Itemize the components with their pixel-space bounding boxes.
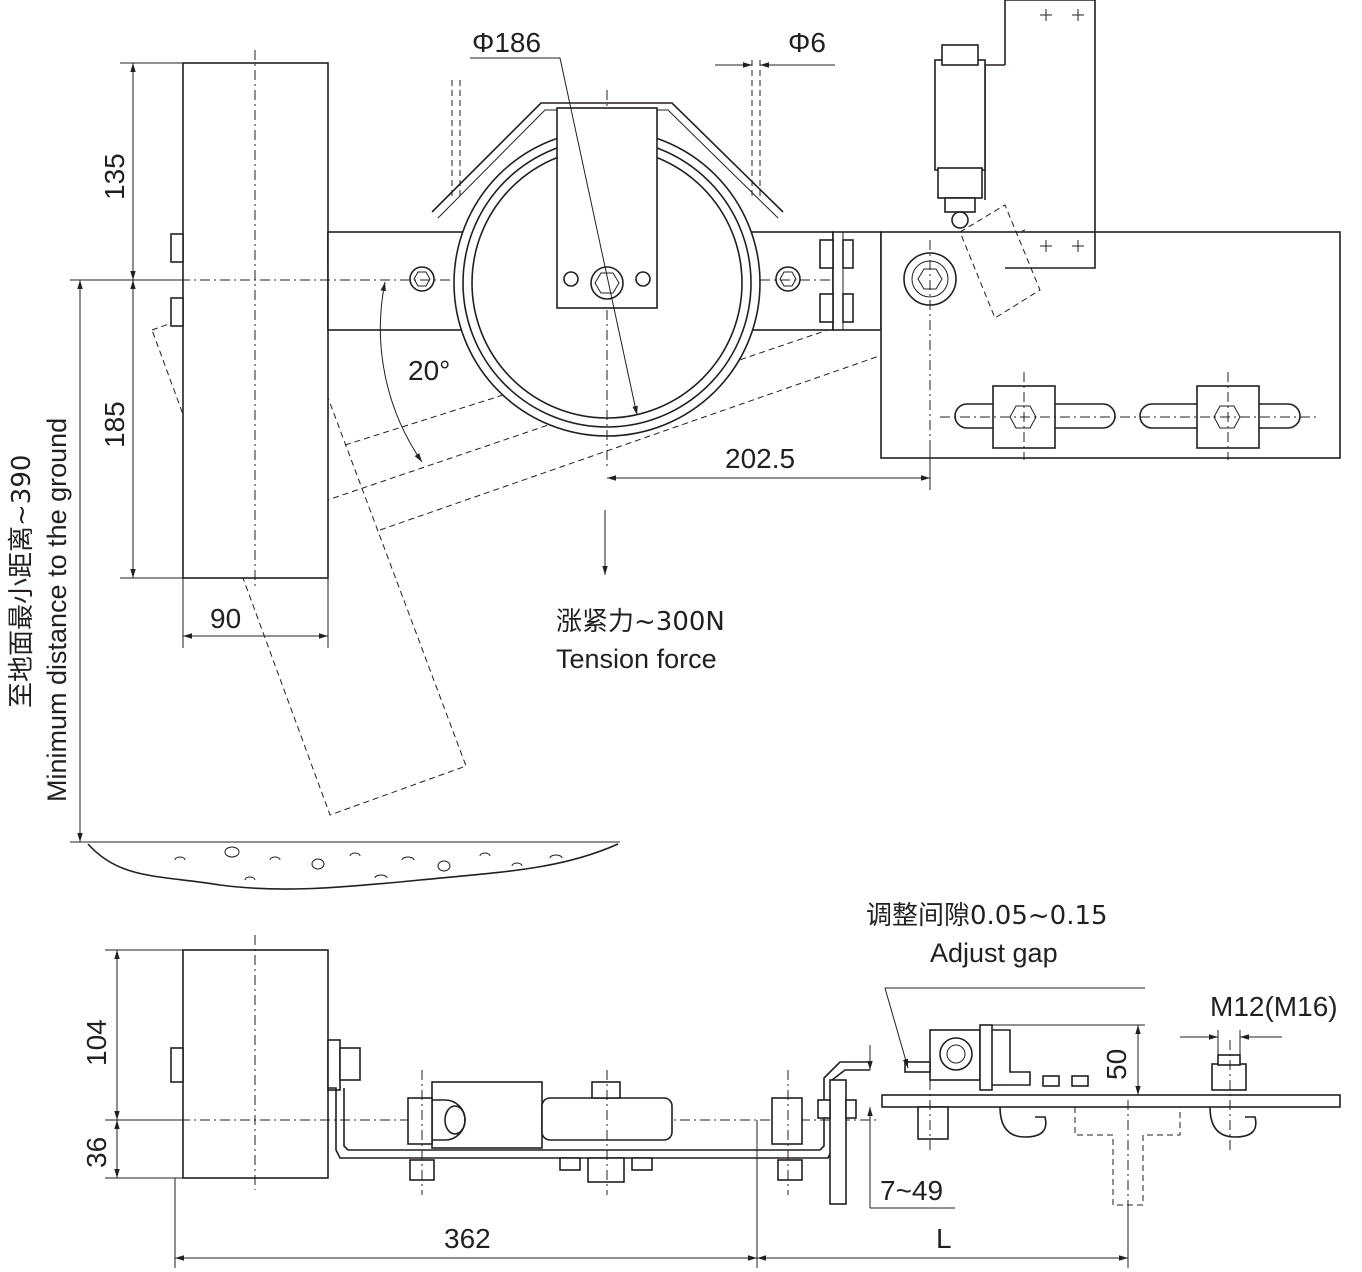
ground-distance: 至地面最小距离~390 Minimum distance to the grou… <box>7 279 620 843</box>
tension-pulley <box>431 57 784 470</box>
dim-offset: 202.5 <box>607 440 931 490</box>
tension-label-en: Tension force <box>556 644 717 674</box>
mounting-bracket <box>819 231 1341 460</box>
dim-rod-diameter-label: Φ6 <box>788 27 826 58</box>
dim-block-width: 90 <box>182 578 329 648</box>
counterweight-block-side <box>140 935 880 1190</box>
ground-label-en: Minimum distance to the ground <box>42 418 72 802</box>
tension-label-cn: 涨紧力~300N <box>556 607 725 637</box>
side-arm <box>328 1061 870 1205</box>
dim-adjust-range: 7~49 <box>867 1045 955 1209</box>
limit-switch <box>934 0 1096 319</box>
dim-bracket-height-label: 50 <box>1101 1049 1132 1080</box>
dim-block-height-label: 104 <box>81 1019 112 1066</box>
adjust-gap: 调整间隙0.05~0.15 Adjust gap <box>866 901 1145 1069</box>
dim-angle-label: 20° <box>408 355 450 386</box>
gap-label-en: Adjust gap <box>930 938 1058 968</box>
dim-angle: 20° <box>379 281 450 463</box>
ground-label-cn: 至地面最小距离~390 <box>7 455 37 708</box>
dim-height-lower: 185 <box>99 280 183 579</box>
dim-block-offset: 36 <box>81 1120 183 1179</box>
dim-bolt-size-label: M12(M16) <box>1210 991 1338 1022</box>
dim-offset-label: 202.5 <box>725 443 795 474</box>
tension-force: 涨紧力~300N Tension force <box>556 510 725 674</box>
dim-wheel-diameter-label: Φ186 <box>472 27 541 58</box>
bottom-view: 104 36 362 L 7~49 <box>81 901 1341 1268</box>
dim-adjust-range-label: 7~49 <box>880 1175 943 1206</box>
dim-lengths: 362 L <box>174 1120 1129 1268</box>
dim-rod-diameter: Φ6 <box>715 27 835 68</box>
dim-bracket-height: 50 <box>990 1024 1145 1096</box>
gap-label-cn: 调整间隙0.05~0.15 <box>866 901 1108 931</box>
dim-block-height: 104 <box>81 949 183 1121</box>
dim-variable-length-label: L <box>936 1223 952 1254</box>
dim-height-upper-label: 135 <box>99 153 130 200</box>
dim-main-length-label: 362 <box>444 1223 491 1254</box>
dim-height-upper: 135 <box>99 62 183 281</box>
dim-height-lower-label: 185 <box>99 401 130 448</box>
dim-block-offset-label: 36 <box>81 1137 112 1168</box>
guide-rails <box>451 60 761 200</box>
rail-mounting-plate <box>881 1024 1341 1210</box>
ground-surface <box>87 843 619 890</box>
dim-block-width-label: 90 <box>210 603 241 634</box>
dim-bolt-size: M12(M16) <box>1180 991 1338 1060</box>
top-view: Φ6 Φ186 135 185 90 20° <box>7 0 1341 890</box>
